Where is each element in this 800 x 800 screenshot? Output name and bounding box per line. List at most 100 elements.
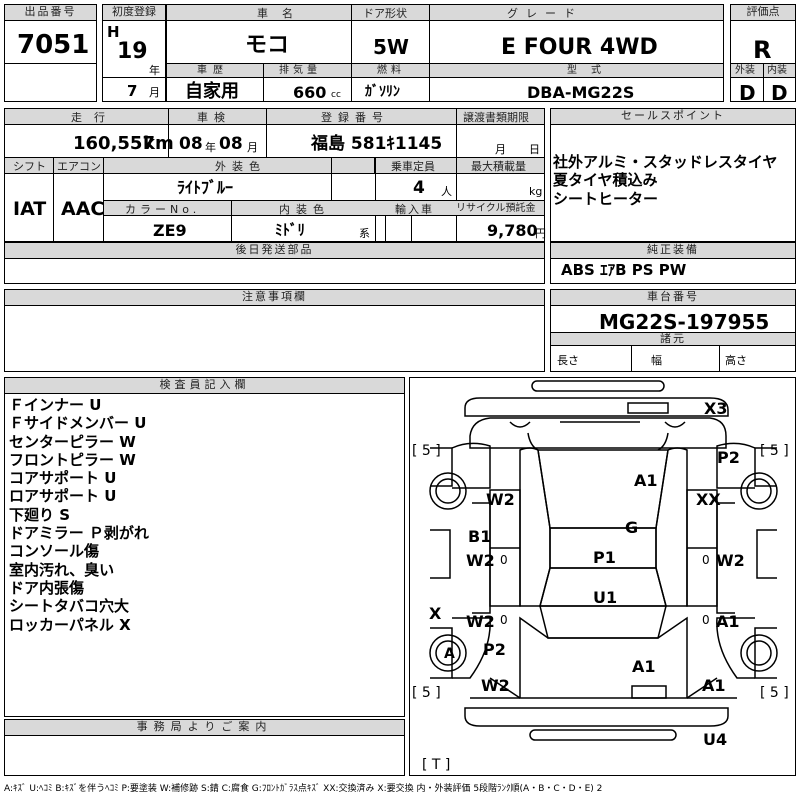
- spare-tire: [ T ]: [422, 757, 451, 773]
- notes-label: 注意事項欄: [5, 290, 544, 306]
- dims-height: 高さ: [725, 354, 747, 367]
- plate-value: 福島 581ｷ1145: [311, 134, 443, 154]
- score-box: 評価点 R 外装 内装 D D: [730, 4, 796, 105]
- transfer-day-unit: 日: [529, 143, 540, 156]
- tire-tread-front-right: [ 5 ]: [760, 443, 789, 459]
- color-no-value: ZE9: [153, 221, 187, 240]
- shift-value: IAT: [13, 198, 47, 220]
- first-reg-month: 7: [127, 82, 138, 100]
- deferred-label: 後日発送部品: [5, 243, 544, 259]
- damage-mark-xx: XX: [696, 490, 721, 509]
- int-color-value: ﾐﾄﾞﾘ: [275, 221, 306, 239]
- displacement-unit: cc: [331, 90, 341, 100]
- lot-number: 7051: [17, 30, 90, 60]
- damage-mark-a1-hood: A1: [634, 471, 658, 490]
- sales-point-line: 夏タイヤ積込み: [553, 171, 658, 190]
- damage-mark-u4: U4: [703, 730, 728, 749]
- import-label: 輸入車: [395, 203, 434, 216]
- lot-label: 出品番号: [5, 5, 96, 21]
- sales-point-line: 社外アルミ・スタッドレスタイヤ: [553, 153, 778, 171]
- tire-tread-rear-left: [ 5 ]: [412, 685, 441, 701]
- damage-mark-w2-left-door: W2: [466, 551, 495, 570]
- inspector-line: Ｆサイドメンバー U: [9, 414, 147, 433]
- sales-points-label: セールスポイント: [551, 109, 795, 125]
- inspector-line: Ｆインナー U: [9, 396, 102, 414]
- notes-box: 注意事項欄: [4, 289, 545, 372]
- inspector-line: ロアサポート U: [9, 487, 117, 506]
- ext-grade-value: D: [739, 81, 756, 105]
- history-value: 自家用: [185, 81, 239, 102]
- inspection-month: 08: [219, 134, 243, 154]
- inspector-line: センターピラー W: [9, 432, 136, 451]
- dims-length: 長さ: [557, 354, 579, 367]
- car-info-box: 車名 ドア形状 グレード モコ 5W E FOUR 4WD 車歴 排気量 燃料 …: [166, 4, 724, 102]
- deferred-parts-box: 後日発送部品: [4, 242, 545, 284]
- inspector-line: ドアミラー Ｐ剥がれ: [9, 524, 149, 543]
- damage-mark-x-left: X: [429, 604, 442, 623]
- tire-tread-rear-right: [ 5 ]: [760, 685, 789, 701]
- inspector-line: シートタバコ穴大: [9, 597, 130, 616]
- inspector-line: ドア内張傷: [9, 578, 85, 597]
- sales-points-list: 社外アルミ・スタッドレスタイヤ 夏タイヤ積込み シートヒーター: [553, 153, 777, 208]
- lot-box: 出品番号 7051: [4, 4, 97, 102]
- inspector-line: ロッカーパネル X: [9, 615, 131, 634]
- recycle-unit: 円: [535, 227, 546, 240]
- recycle-label: リサイクル預託金: [456, 203, 536, 214]
- grade-label: グレード: [507, 7, 583, 20]
- chassis-label: 車台番号: [551, 290, 795, 306]
- model-code-value: DBA-MG22S: [527, 83, 635, 102]
- inspector-line: コアサポート U: [9, 469, 117, 488]
- aircon-value: AAC: [61, 198, 105, 220]
- inspector-label: 検査員記入欄: [5, 378, 404, 394]
- fuel-label: 燃料: [377, 65, 405, 76]
- aircon-label: エアコン: [57, 160, 101, 173]
- inspector-line: コンソール傷: [9, 542, 100, 561]
- damage-mark-a1-rear-left-corner: A1: [702, 676, 726, 695]
- first-reg-year: 19: [117, 39, 148, 64]
- inspection-year: 08: [179, 134, 203, 154]
- legend: A:ｷｽﾞ U:ﾍｺﾐ B:ｷｽﾞを伴うﾍｺﾐ P:要塗装 W:補修跡 S:錆 …: [4, 784, 603, 794]
- car-outline: [429, 380, 778, 741]
- fuel-value: ｶﾞｿﾘﾝ: [365, 84, 400, 100]
- int-color-unit: 系: [359, 227, 370, 240]
- capacity-label: 乗車定員: [391, 160, 435, 173]
- chassis-value: MG22S-197955: [599, 310, 770, 334]
- int-grade-label: 内装: [767, 65, 787, 76]
- dims-width: 幅: [651, 354, 662, 367]
- first-registration-box: 初度登録 H 19 年 7 月: [102, 4, 166, 102]
- damage-mark-zero: 0: [500, 613, 508, 627]
- damage-mark-p2-quarter: P2: [483, 640, 506, 659]
- damage-mark-w2-rear-left: W2: [481, 676, 510, 695]
- mileage-value: 160,557: [73, 133, 155, 154]
- damage-mark-w2-right-door: W2: [716, 551, 745, 570]
- options-value: ABS ｴｱB PS PW: [561, 261, 687, 279]
- damage-mark-zero: 0: [702, 613, 710, 627]
- car-name-label: 車名: [257, 7, 307, 20]
- mileage-unit: km: [143, 133, 174, 154]
- damage-mark-g: G: [625, 518, 639, 537]
- car-name-value: モコ: [245, 33, 290, 58]
- int-color-label: 内装色: [279, 203, 330, 216]
- damage-mark-a1-rear-right: A1: [716, 612, 740, 631]
- dims-label: 諸元: [551, 332, 795, 346]
- damage-mark-w2-front-left: W2: [486, 490, 515, 509]
- options-label: 純正装備: [551, 243, 795, 259]
- damage-mark-zero: 0: [500, 553, 508, 567]
- damage-mark-w2-left-rear: W2: [466, 612, 495, 631]
- inspector-line: 室内汚れ、臭い: [9, 560, 115, 579]
- sales-points-box: セールスポイント 社外アルミ・スタッドレスタイヤ 夏タイヤ積込み シートヒーター: [550, 108, 796, 242]
- first-reg-label: 初度登録: [103, 5, 165, 21]
- first-reg-month-unit: 月: [149, 86, 160, 99]
- capacity-value: 4: [413, 178, 425, 198]
- plate-label: 登録番号: [321, 111, 389, 124]
- inspector-notes: Ｆインナー U Ｆサイドメンバー U センターピラー W フロントピラー W コ…: [9, 396, 149, 634]
- chassis-box: 車台番号 MG22S-197955 諸元 長さ 幅 高さ: [550, 289, 796, 372]
- damage-mark-p2-top: P2: [717, 448, 740, 467]
- int-grade-value: D: [771, 81, 788, 105]
- damage-mark-a1-trunk: A1: [632, 657, 656, 676]
- displacement-value: 660: [293, 83, 327, 102]
- tire-tread-front-left: [ 5 ]: [412, 443, 441, 459]
- damage-mark-zero: 0: [702, 553, 710, 567]
- history-label: 車歴: [197, 65, 229, 76]
- grade-value: E FOUR 4WD: [501, 35, 658, 60]
